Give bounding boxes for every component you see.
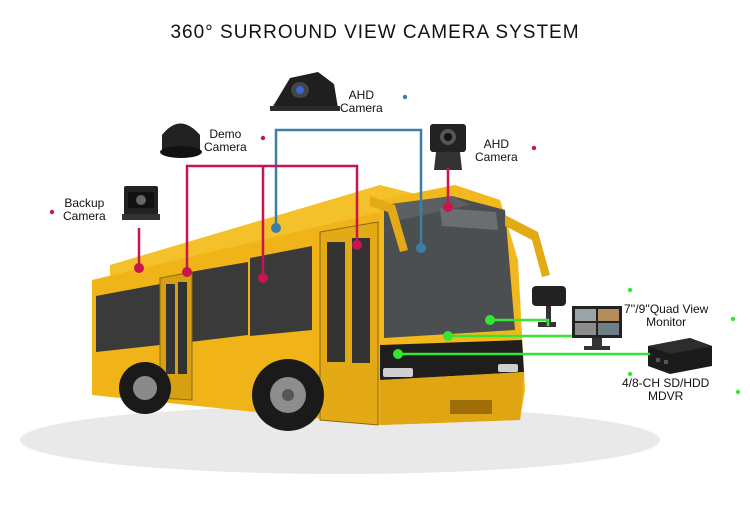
demo-camera-icon [160,123,202,158]
label-demo-camera: Demo Camera [204,128,247,154]
connection-points [134,202,495,359]
label-demo-camera-line1: Demo [209,127,242,141]
label-quad-view-monitor: 7''/9''Quad View Monitor [624,303,708,329]
label-quad-view-monitor-line1: 7''/9''Quad View [624,302,709,316]
camera-wiring-blue [274,128,423,248]
label-mdvr: 4/8-CH SD/HDD MDVR [622,377,709,403]
camera-wiring-red [137,164,450,278]
diagram-title: 360° SURROUND VIEW CAMERA SYSTEM [170,22,580,43]
label-ahd-camera-top-line1: AHD [348,88,375,102]
ground-shadow [20,406,660,474]
label-bullets [49,94,741,395]
label-backup-camera-line1: Backup [64,196,105,210]
label-ahd-camera-top: AHD Camera [340,89,383,115]
mdvr-device-icon [648,338,712,374]
bus-illustration [92,185,550,431]
label-mdvr-line1: 4/8-CH SD/HDD [622,376,710,390]
quad-view-monitor-icon [572,306,622,350]
label-ahd-camera-right: AHD Camera [475,138,518,164]
label-mdvr-line2: MDVR [648,389,684,403]
label-ahd-camera-right-line2: Camera [475,150,518,164]
label-ahd-camera-top-line2: Camera [340,101,383,115]
label-demo-camera-line2: Camera [204,140,247,154]
ahd-camera-right-icon [430,124,466,170]
label-ahd-camera-right-line1: AHD [483,137,510,151]
label-backup-camera: Backup Camera [63,197,106,223]
backup-camera-icon [122,186,160,220]
ahd-camera-top-icon [270,72,340,111]
monitor-wiring-green [398,318,650,356]
label-quad-view-monitor-line2: Monitor [646,315,687,329]
label-backup-camera-line2: Camera [63,209,106,223]
